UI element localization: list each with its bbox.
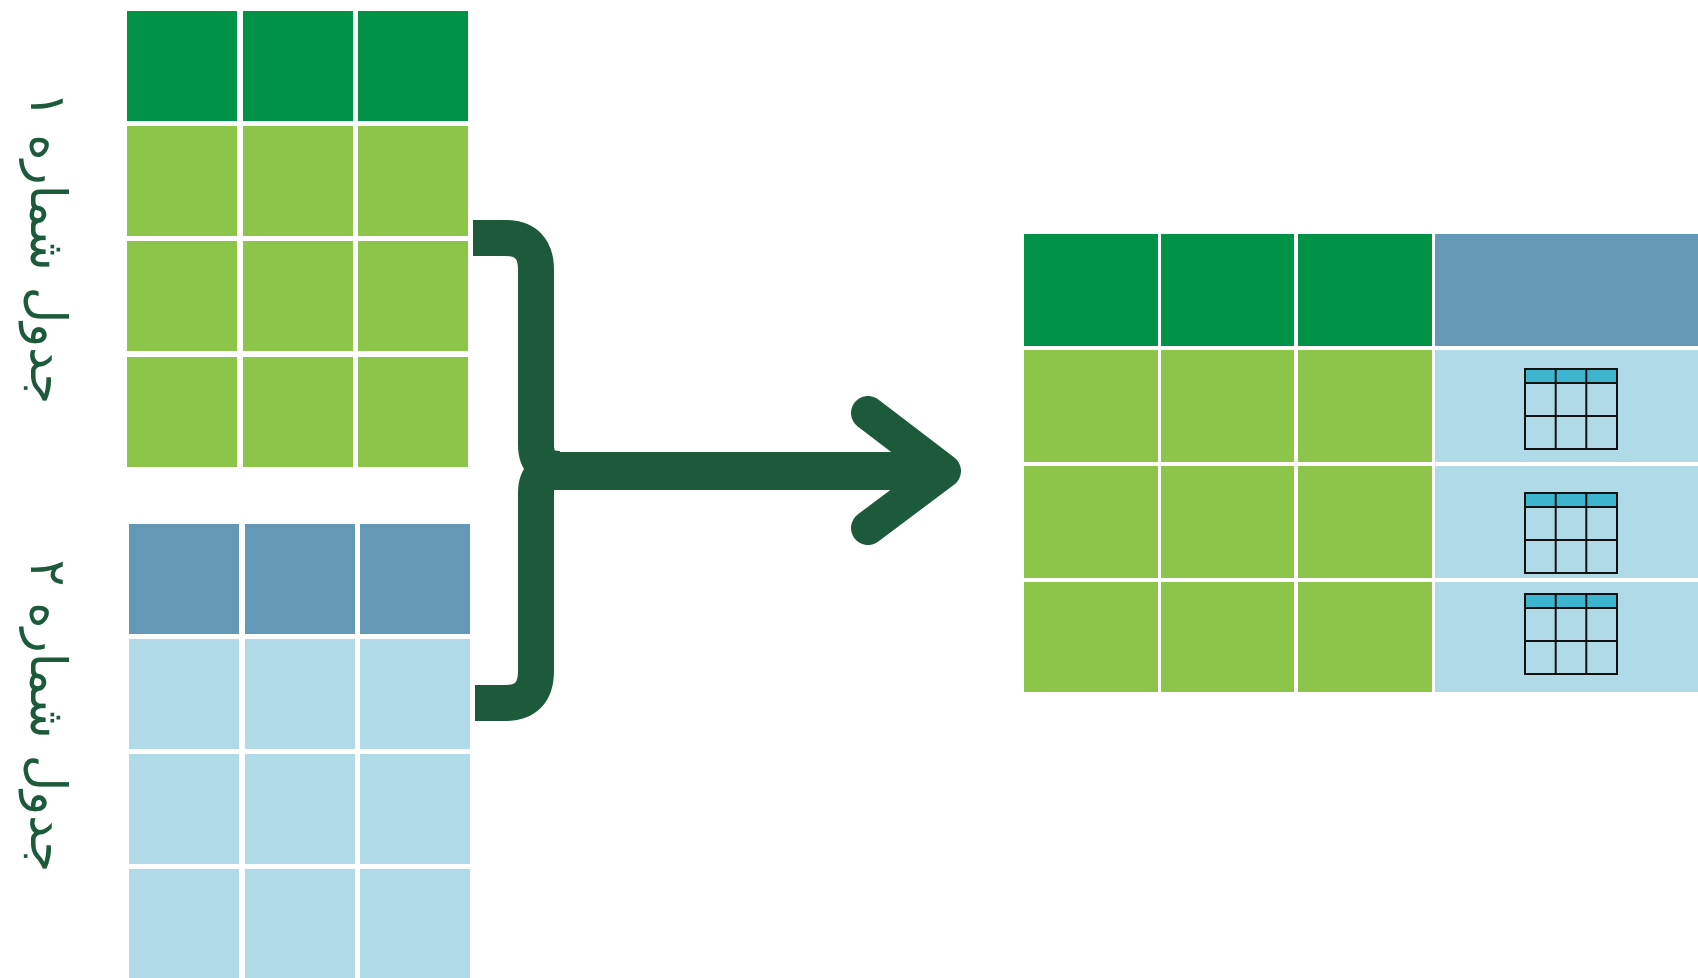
table-2-cell xyxy=(245,869,355,978)
merge-arrow xyxy=(703,396,961,545)
table-2-cell xyxy=(360,869,470,978)
table-1-cell xyxy=(358,357,468,467)
table-1-cell xyxy=(358,241,468,351)
table-2-cell xyxy=(129,639,239,749)
nested-table-icon xyxy=(1524,593,1618,675)
table-1-cell xyxy=(127,357,237,467)
table-1-cell xyxy=(358,126,468,236)
result-cell xyxy=(1298,466,1432,578)
result-cell xyxy=(1161,466,1294,578)
arrow-head xyxy=(851,396,961,545)
table-1-header-cell xyxy=(127,11,237,121)
result-cell xyxy=(1024,582,1158,692)
nested-table-icon xyxy=(1524,492,1618,574)
table-2-header-cell xyxy=(245,524,355,634)
table-1-header-cell xyxy=(243,11,353,121)
result-cell xyxy=(1298,582,1432,692)
result-cell xyxy=(1161,350,1294,462)
table-2-cell xyxy=(129,754,239,864)
result-header-cell xyxy=(1298,234,1432,346)
table-2-cell xyxy=(245,639,355,749)
table-2-header-cell xyxy=(129,524,239,634)
result-header-cell xyxy=(1435,234,1698,346)
result-nested-cell xyxy=(1435,466,1698,578)
result-header-cell xyxy=(1024,234,1158,346)
merge-brace xyxy=(473,220,703,721)
table-1-cell xyxy=(243,126,353,236)
result-table xyxy=(1024,234,1698,692)
brace-lower-arm xyxy=(475,451,562,721)
result-cell xyxy=(1024,466,1158,578)
table-2-cell xyxy=(245,754,355,864)
table-2-header-cell xyxy=(360,524,470,634)
brace-upper-arm xyxy=(473,220,562,487)
table-1-header-cell xyxy=(358,11,468,121)
table-1 xyxy=(127,11,468,467)
table-2-cell xyxy=(129,869,239,978)
result-cell xyxy=(1298,350,1432,462)
table-2 xyxy=(129,524,470,978)
table-1-cell xyxy=(243,357,353,467)
table-1-cell xyxy=(127,126,237,236)
result-cell xyxy=(1161,582,1294,692)
result-nested-cell xyxy=(1435,350,1698,462)
table-2-cell xyxy=(360,754,470,864)
table-1-cell xyxy=(243,241,353,351)
table-2-cell xyxy=(360,639,470,749)
result-header-cell xyxy=(1161,234,1294,346)
nested-table-icon xyxy=(1524,368,1618,450)
table-1-cell xyxy=(127,241,237,351)
result-cell xyxy=(1024,350,1158,462)
